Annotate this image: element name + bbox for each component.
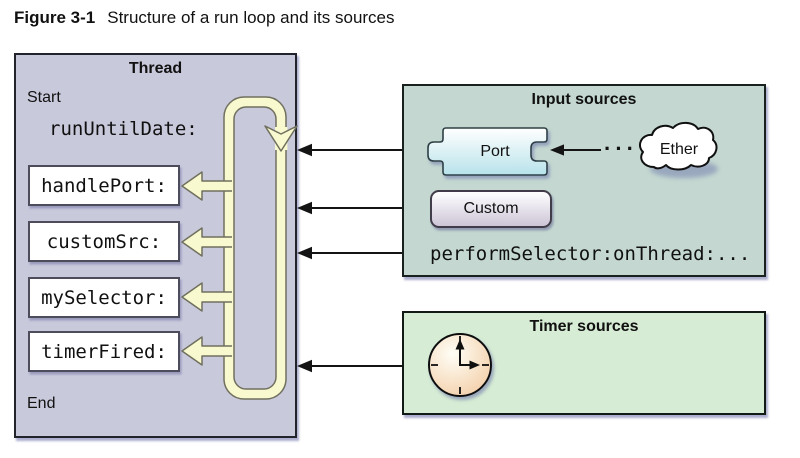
thread-title: Thread — [128, 60, 183, 77]
handler-label: handlePort: — [41, 174, 167, 197]
timer-arrow — [297, 359, 402, 373]
ellipsis-dots: ··· — [604, 136, 638, 161]
input-arrow-selector — [297, 246, 402, 260]
custom-label: Custom — [463, 200, 519, 217]
input-arrow-custom — [297, 201, 402, 215]
handler-label: timerFired: — [41, 340, 167, 363]
handler-box-handleport: handlePort: — [28, 165, 180, 206]
end-label: End — [27, 395, 56, 412]
run-until-date-text: runUntilDate: — [49, 118, 198, 140]
input-sources-panel — [402, 84, 766, 277]
figure-caption: Figure 3-1 Structure of a run loop and it… — [14, 8, 395, 28]
perform-selector-text: performSelector:onThread:... — [430, 243, 751, 265]
handler-box-myselector: mySelector: — [28, 277, 180, 318]
port-label: Port — [480, 142, 510, 160]
handler-label: customSrc: — [46, 230, 162, 253]
handler-box-timerfired: timerFired: — [28, 331, 180, 372]
figure-caption-text: Structure of a run loop and its sources — [107, 8, 395, 27]
timer-sources-title: Timer sources — [529, 318, 639, 335]
start-label: Start — [27, 89, 61, 106]
input-arrow-port — [297, 143, 402, 157]
figure-label: Figure 3-1 — [14, 8, 96, 27]
ether-label: Ether — [659, 141, 699, 158]
handler-label: mySelector: — [41, 286, 167, 309]
handler-box-customsrc: customSrc: — [28, 221, 180, 262]
custom-box: Custom — [430, 190, 552, 228]
input-sources-title: Input sources — [531, 91, 637, 108]
